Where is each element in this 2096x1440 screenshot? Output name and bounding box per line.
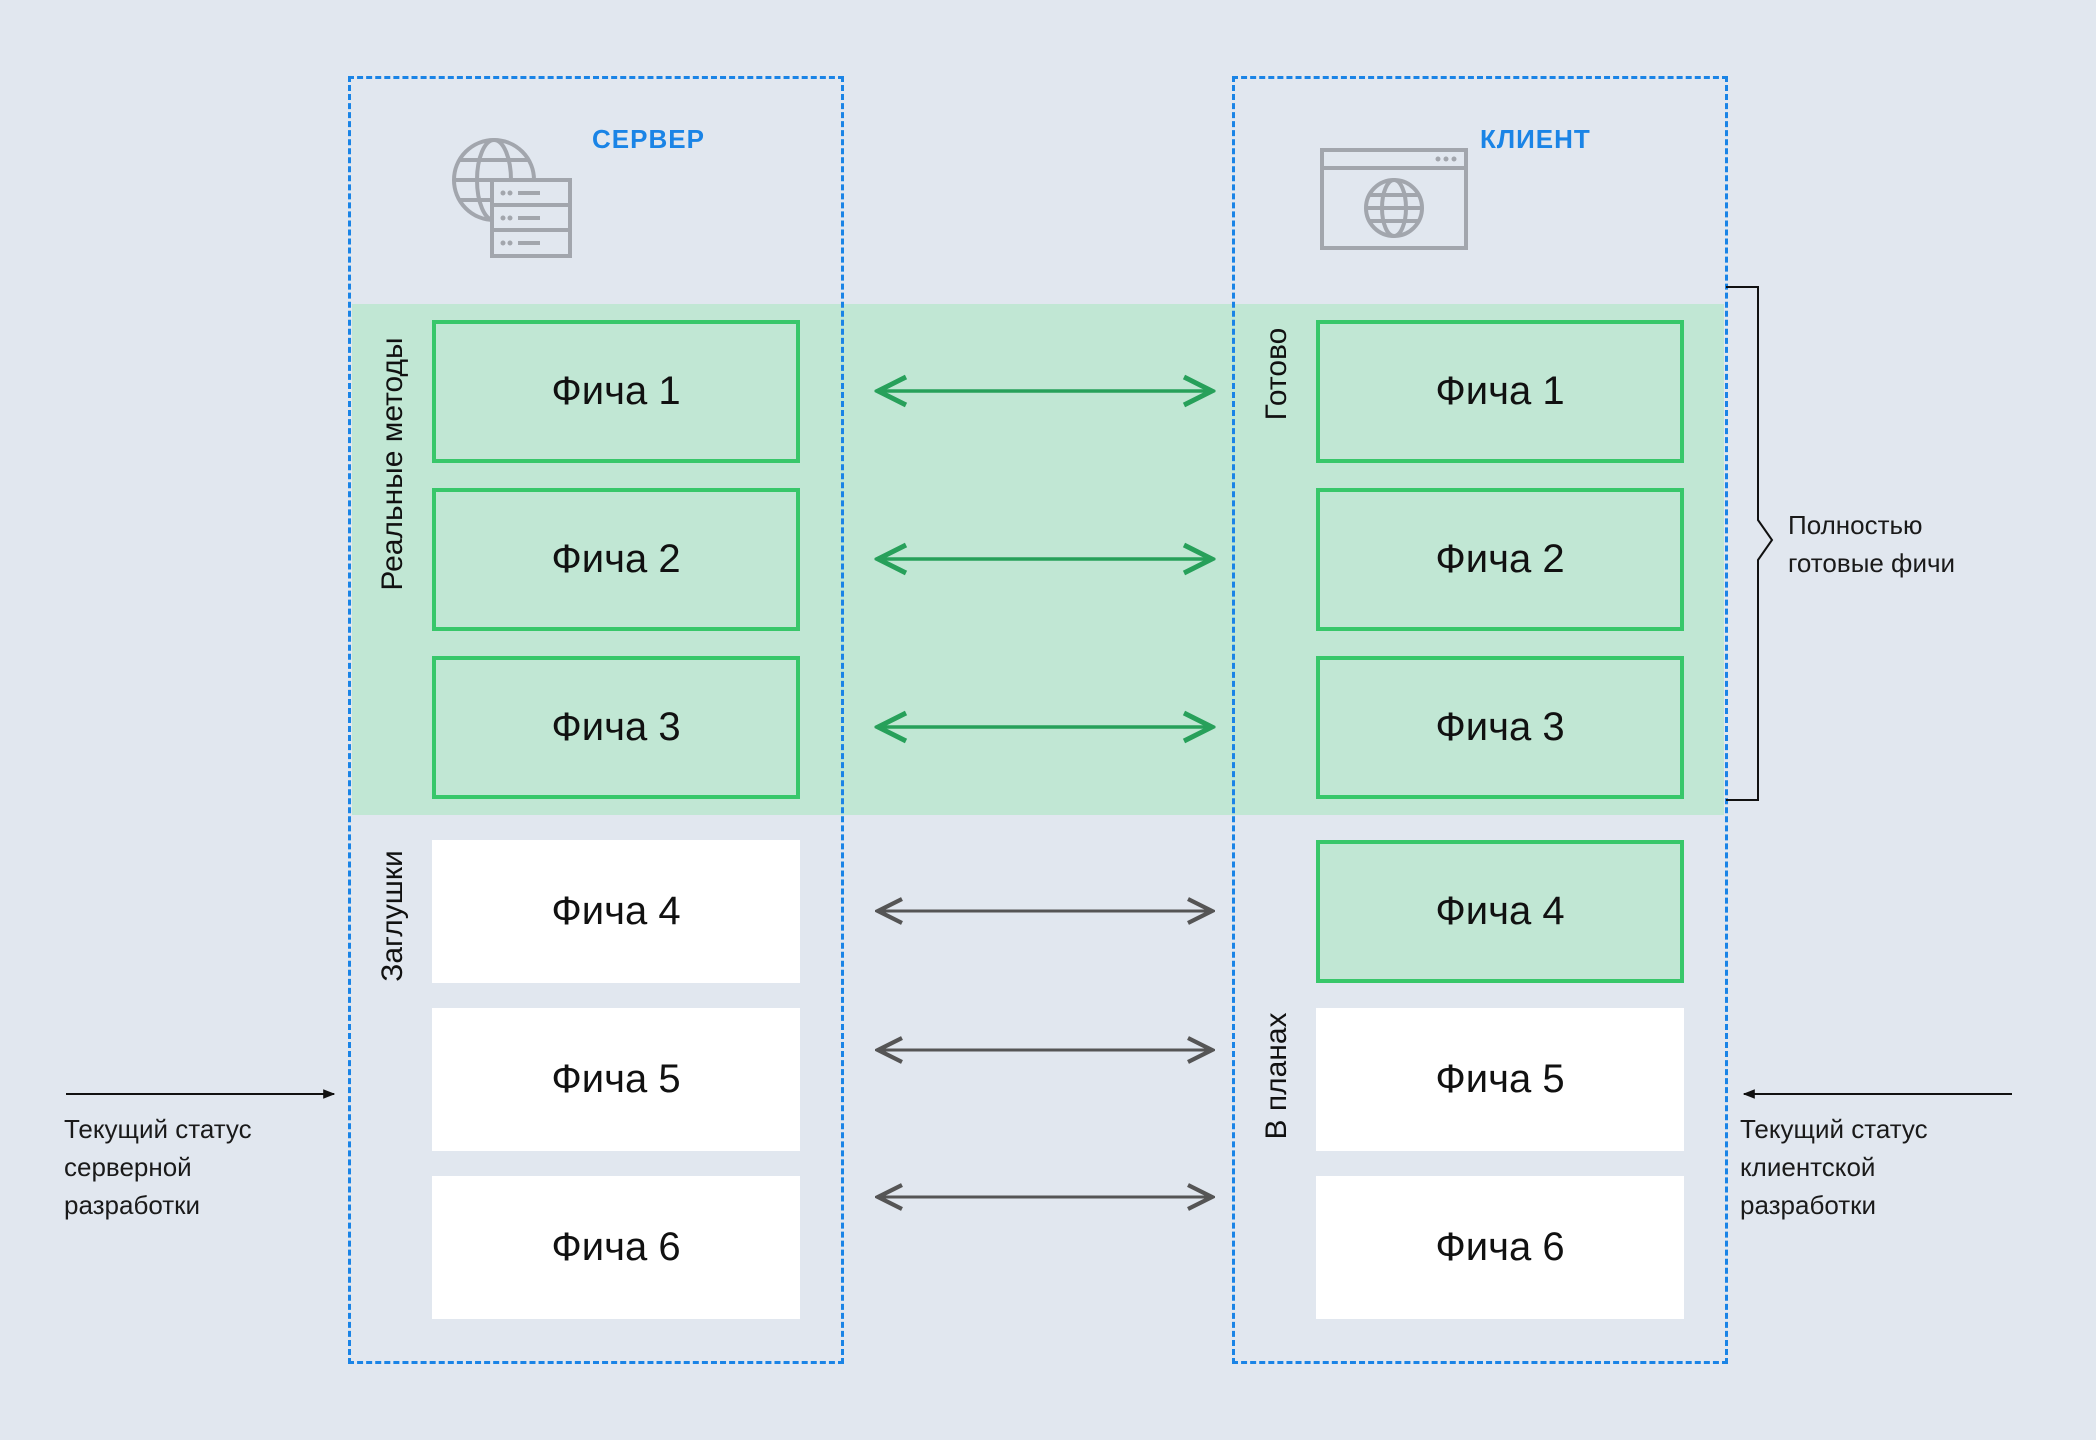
server-title: СЕРВЕР [592,124,705,154]
client-feature-2: Фича 2 [1316,488,1684,631]
server-feature-6: Фича 6 [432,1176,800,1319]
server-feature-4: Фича 4 [432,840,800,983]
server-status-label: Текущий статус серверной разработки [64,1114,252,1220]
client-feature-3: Фича 3 [1316,656,1684,799]
client-group-ready-label: Готово [1260,327,1293,421]
server-feature-5: Фича 5 [432,1008,800,1151]
client-feature-4: Фича 4 [1316,840,1684,983]
client-feature-6: Фича 6 [1316,1176,1684,1319]
client-status-label: Текущий статус клиентской разработки [1740,1114,1928,1220]
ready-features-bracket [1726,286,1774,801]
server-feature-2: Фича 2 [432,488,800,631]
client-feature-5: Фича 5 [1316,1008,1684,1151]
server-column [348,76,844,1364]
client-group-planned-label: В планах [1260,1012,1293,1140]
server-group-real-label: Реальные методы [376,337,409,591]
client-title: КЛИЕНТ [1480,124,1591,154]
server-group-stub-label: Заглушки [376,850,409,982]
bracket-label: Полностью готовые фичи [1788,510,1956,578]
server-feature-3: Фича 3 [432,656,800,799]
client-feature-1: Фича 1 [1316,320,1684,463]
server-feature-1: Фича 1 [432,320,800,463]
